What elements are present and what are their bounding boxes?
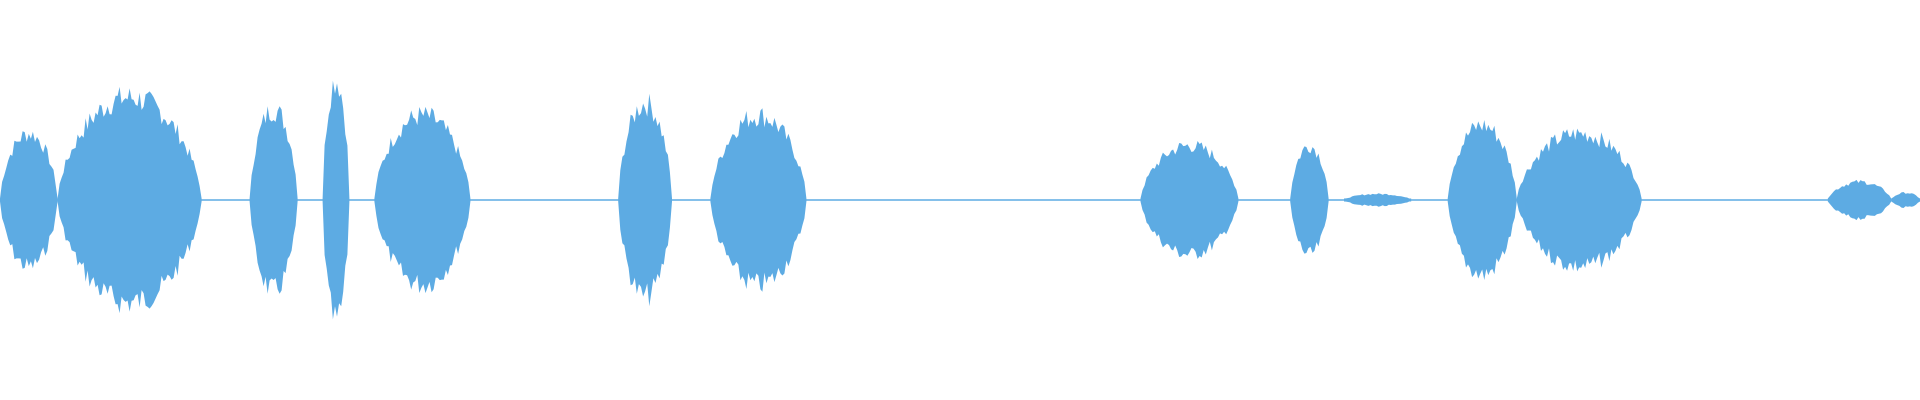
waveform-silence-2 — [470, 199, 596, 201]
waveform-burst-9 — [1290, 146, 1329, 254]
waveform-silence-4 — [1641, 199, 1805, 201]
waveform-burst-7 — [710, 108, 807, 292]
waveform-burst-5 — [374, 106, 471, 294]
waveform-burst-14 — [1891, 192, 1920, 208]
waveform-burst-13 — [1827, 179, 1892, 221]
waveform-silence-1 — [201, 199, 250, 201]
waveform-burst-11 — [1447, 120, 1517, 280]
waveform-burst-3 — [249, 106, 298, 294]
waveform-burst-12 — [1516, 128, 1642, 272]
waveform-burst-2 — [57, 86, 202, 314]
waveform-burst-6 — [618, 93, 672, 307]
waveform-burst-1 — [0, 131, 58, 269]
waveform-burst-8 — [1140, 141, 1239, 259]
waveform-silence-3 — [806, 199, 1056, 201]
waveform-segments — [0, 80, 1920, 320]
waveform-burst-4 — [322, 80, 350, 320]
waveform-burst-10 — [1344, 193, 1412, 207]
